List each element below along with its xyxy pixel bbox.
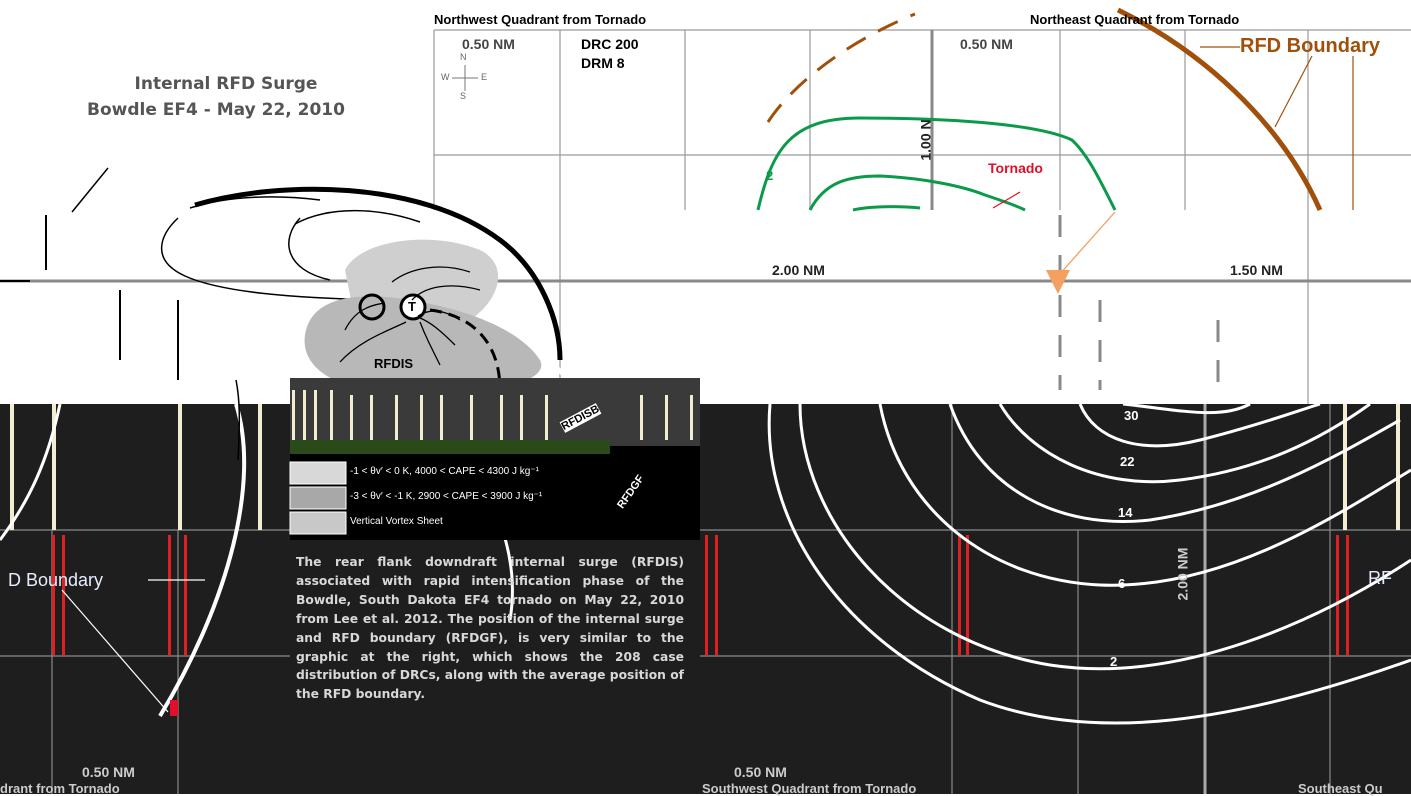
quadrant-label-northeast: Northeast Quadrant from Tornado: [1030, 12, 1240, 27]
quadrant-label-southwest: Southwest Quadrant from Tornado: [702, 781, 917, 796]
dark-panel-caption: [285, 540, 705, 794]
drm-stat: DRM 8: [581, 55, 625, 71]
quadrant-label-northwest: Northwest Quadrant from Tornado: [434, 12, 647, 27]
title-line-1: Internal RFD Surge: [134, 74, 318, 94]
compass-n: N: [460, 52, 467, 62]
distance-horizontal-left: 2.00 NM: [772, 262, 825, 278]
quadrant-label-west: drant from Tornado: [0, 781, 120, 796]
legend-swatch-2: [289, 486, 347, 510]
tornado-symbol: T: [408, 299, 416, 314]
legend-swatch-1: [289, 461, 347, 485]
dark-grid-right: [700, 404, 1411, 794]
left-white-curve: [0, 403, 62, 541]
rfdis-boundary-dashed: [429, 308, 502, 391]
tornado-arrow-head: [1046, 270, 1070, 294]
legend-row-1: -1 < θv′ < 0 K, 4000 < CAPE < 4300 J kg⁻…: [350, 466, 539, 477]
rfd-boundary-leader: [1274, 55, 1313, 128]
stripe-artifacts: [10, 404, 1400, 655]
legend-background: [290, 446, 700, 540]
contour-label-14: 14: [1118, 505, 1133, 520]
rfdis-region: [304, 296, 542, 395]
distance-vertical-lower: 2.00 NM: [1174, 547, 1191, 601]
upper-grid: [433, 29, 1411, 404]
quadrant-label-southeast: Southeast Qu: [1298, 781, 1383, 796]
tornado-label: Tornado: [988, 160, 1043, 176]
compass-s: S: [460, 91, 467, 101]
compass-w: W: [441, 72, 450, 82]
left-boundary-marker: [170, 700, 178, 716]
tornado-arrow-line: [1057, 211, 1116, 277]
rfd-boundary-right-label: RF: [1368, 568, 1392, 588]
contour-label-22: 22: [1120, 454, 1135, 469]
dark-panel-left: [0, 404, 290, 794]
left-artifacts: [0, 215, 179, 380]
artifact-band: [290, 378, 700, 446]
tornado-circle: [399, 293, 427, 321]
legend-swatch-3: [289, 511, 347, 535]
mesocyclone-circle: [358, 293, 386, 321]
artifact-stripes: [292, 390, 693, 440]
contour-label-2: 2: [1110, 654, 1118, 669]
distance-bottom-mid: 0.50 NM: [734, 764, 787, 780]
rfd-boundary-left-white: [158, 403, 247, 718]
storm-outline: [71, 167, 421, 461]
dark-panel-right: [700, 404, 1411, 794]
distance-nw-top: 0.50 NM: [462, 36, 515, 52]
compass-e: E: [481, 72, 488, 82]
contour-label-green: 2: [766, 168, 774, 183]
artifact-green: [290, 440, 610, 454]
distance-horizontal-right: 1.50 NM: [1230, 262, 1283, 278]
distance-ne-top: 0.50 NM: [960, 36, 1013, 52]
distance-vertical-upper: 1.00 N: [917, 119, 934, 161]
rfd-boundary-arc: [1116, 7, 1323, 212]
rfd-boundary-left-label: D Boundary: [8, 570, 104, 590]
legend-row-2: -3 < θv′ < -1 K, 2900 < CAPE < 3900 J kg…: [350, 491, 543, 502]
contour-label-6: 6: [1118, 576, 1126, 591]
vertical-axis-dashed: [1058, 215, 1220, 390]
green-contours: [756, 116, 1117, 212]
rfd-boundary-dashed: [766, 12, 916, 123]
drc-stat: DRC 200: [581, 36, 639, 52]
rfdis-label: RFDIS: [374, 356, 413, 371]
caption-text: The rear flank downdraft internal surge …: [296, 555, 684, 702]
contour-label-30: 30: [1124, 408, 1139, 423]
tornado-leader: [992, 191, 1021, 209]
legend-row-3: Vertical Vortex Sheet: [350, 516, 443, 527]
title-line-2: Bowdle EF4 - May 22, 2010: [87, 100, 345, 120]
left-boundary-leader: [61, 589, 169, 713]
compass-rose: [452, 65, 478, 91]
white-contours: [438, 402, 1411, 725]
distance-bottom-left: 0.50 NM: [82, 764, 135, 780]
forward-flank-arc: [194, 186, 563, 361]
rfd-boundary-label: RFD Boundary: [1240, 35, 1380, 57]
